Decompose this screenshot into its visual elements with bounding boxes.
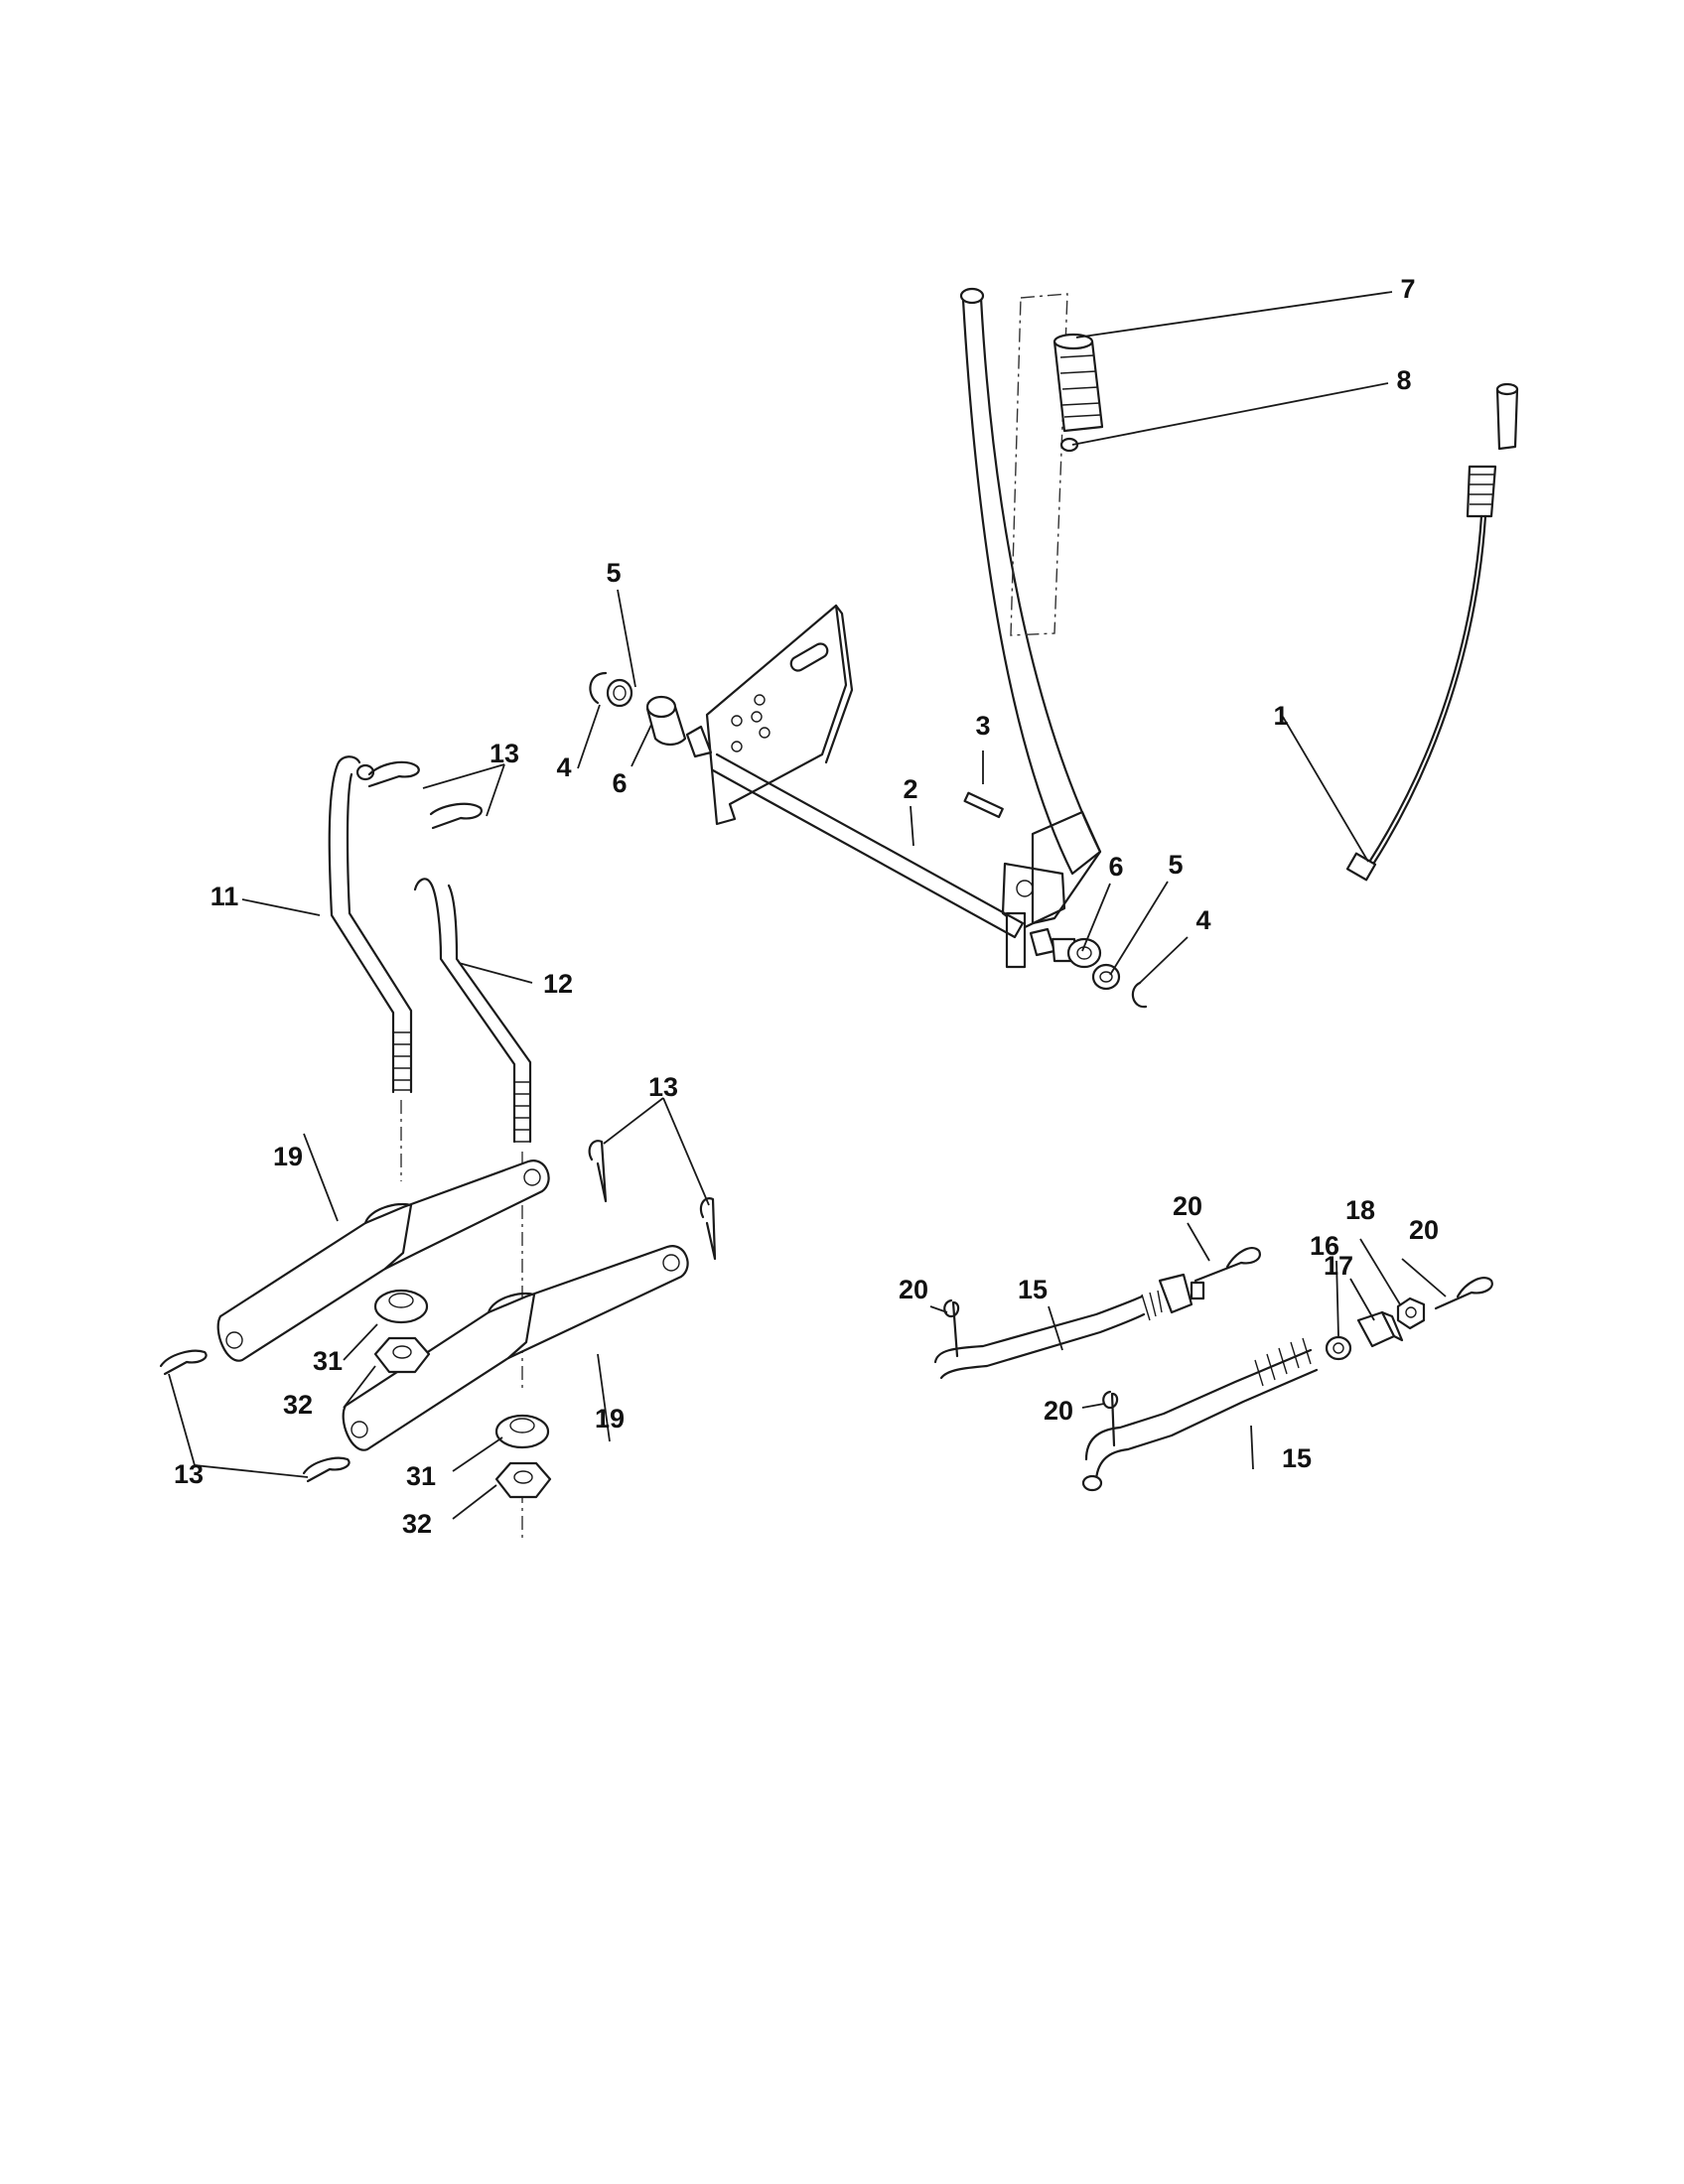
lift-link-right — [413, 878, 532, 1144]
callout-15-lower: 15 — [1282, 1443, 1312, 1473]
hairpin-clip-20-rod-mid — [1102, 1390, 1119, 1447]
callout-13-bot: 13 — [174, 1459, 204, 1489]
spacer-lower — [494, 1414, 550, 1449]
shaft-end-right — [1029, 927, 1056, 957]
callout-20-top: 20 — [1173, 1191, 1202, 1221]
callout-19-lower: 19 — [595, 1404, 625, 1433]
lift-arm-upper — [216, 1160, 550, 1362]
mounting-plate — [705, 604, 854, 826]
callout-6-right: 6 — [1108, 852, 1123, 882]
callout-2: 2 — [903, 774, 917, 804]
callout-13-top: 13 — [490, 739, 519, 768]
callout-labels: 1 2 3 4 4 5 5 6 6 7 8 11 12 13 13 13 15 … — [174, 274, 1439, 1539]
lift-arm-lower — [342, 1245, 689, 1451]
rod-nut — [1396, 1297, 1426, 1330]
hairpin-clip-top-1 — [367, 760, 420, 788]
adjustment-rod-upper — [933, 1273, 1205, 1380]
hairpin-clip-bot-1 — [159, 1349, 208, 1376]
hairpin-clip-mid-2 — [699, 1197, 717, 1261]
rod-washer — [1325, 1335, 1352, 1361]
hairpin-clip-20-right — [1434, 1277, 1493, 1310]
hairpin-clip-20-rod-top — [1193, 1247, 1261, 1283]
callout-17: 17 — [1324, 1251, 1353, 1281]
callout-20-left: 20 — [899, 1275, 928, 1304]
hairpin-clip-bot-2 — [302, 1456, 351, 1483]
hairpin-clip-top-2 — [429, 802, 483, 830]
callout-20-right: 20 — [1409, 1215, 1439, 1245]
nut-lower — [494, 1461, 552, 1499]
left-shaft-hardware — [589, 671, 687, 747]
callout-31-lower: 31 — [406, 1461, 436, 1491]
callout-8: 8 — [1396, 365, 1411, 395]
callout-7: 7 — [1400, 274, 1415, 304]
callout-6-left: 6 — [612, 768, 627, 798]
callout-11: 11 — [210, 882, 239, 911]
right-shaft-hardware — [1051, 937, 1148, 1009]
callout-31-upper: 31 — [313, 1346, 343, 1376]
lever-bracket-lower — [1005, 911, 1027, 969]
lift-lever — [959, 287, 1102, 969]
grip-ferrule — [1059, 437, 1079, 453]
handle-extension-outline — [1010, 293, 1068, 636]
callout-5-left: 5 — [606, 558, 621, 588]
callout-32-lower: 32 — [402, 1509, 432, 1539]
hairpin-clip-20-rod-left — [943, 1298, 960, 1358]
shaft-end-left — [685, 725, 713, 758]
trunnion-block — [1356, 1310, 1404, 1348]
callout-19-upper: 19 — [273, 1142, 303, 1171]
callout-5-right: 5 — [1168, 850, 1183, 880]
callout-4-right: 4 — [1195, 905, 1210, 935]
spacer-upper — [373, 1289, 429, 1324]
callout-13-mid: 13 — [648, 1072, 678, 1102]
callout-4-left: 4 — [556, 752, 571, 782]
callout-15-upper: 15 — [1018, 1275, 1048, 1304]
nut-upper — [373, 1336, 431, 1374]
lever-grip — [1052, 333, 1104, 433]
lift-cable — [1345, 382, 1519, 882]
callout-18: 18 — [1345, 1195, 1375, 1225]
callout-32-upper: 32 — [283, 1390, 313, 1420]
callout-3: 3 — [975, 711, 990, 741]
roll-pin — [963, 791, 1004, 819]
callout-20-mid: 20 — [1044, 1396, 1073, 1426]
lift-link-left — [328, 755, 413, 1094]
callout-1: 1 — [1273, 701, 1288, 731]
callout-12: 12 — [543, 969, 573, 999]
adjustment-rod-lower — [1081, 1337, 1319, 1492]
callout-16: 16 — [1310, 1231, 1339, 1261]
cross-shaft — [711, 752, 1025, 939]
leader-lines — [168, 291, 1447, 1520]
hairpin-clip-mid-1 — [588, 1140, 608, 1203]
